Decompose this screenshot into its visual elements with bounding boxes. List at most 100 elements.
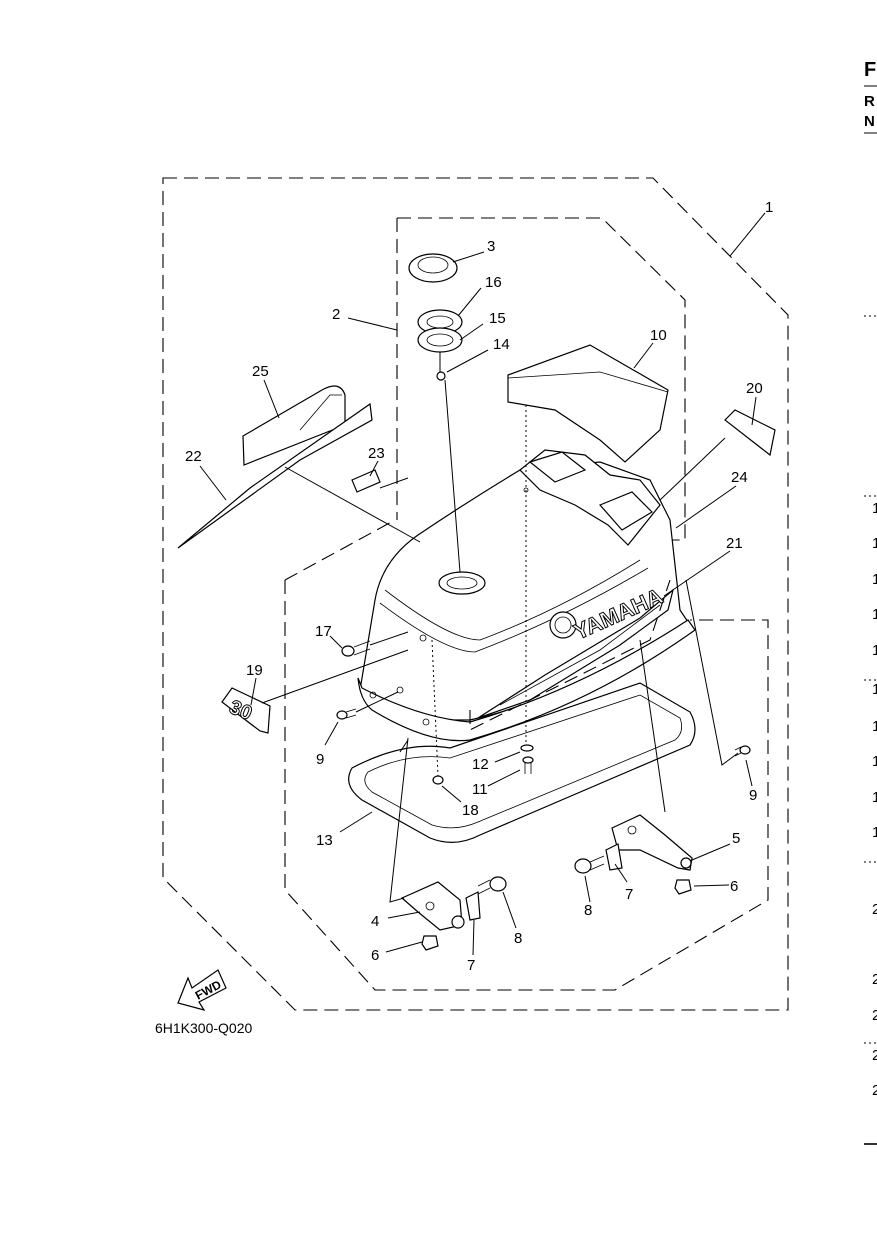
callout-15: 15 bbox=[489, 310, 506, 327]
screw-17 bbox=[341, 640, 371, 657]
lower-group-outline bbox=[284, 519, 396, 581]
callout-20: 20 bbox=[746, 380, 763, 397]
decal-22 bbox=[177, 402, 373, 549]
clip-7a bbox=[605, 843, 623, 871]
assembly-line-22 bbox=[284, 466, 421, 543]
callout-6b: 6 bbox=[371, 947, 379, 964]
clip-7b bbox=[465, 891, 481, 921]
decal-frame bbox=[469, 579, 671, 731]
edge-header-0: F bbox=[864, 59, 876, 81]
edge-row-11: 2 bbox=[872, 971, 877, 988]
badge-19: 30 bbox=[221, 687, 271, 734]
callout-24: 24 bbox=[731, 469, 748, 486]
callout-16: 16 bbox=[485, 274, 502, 291]
gasket-13-inner bbox=[364, 694, 683, 829]
edge-row-2: 1 bbox=[872, 571, 877, 588]
leader-lines bbox=[199, 212, 766, 956]
bracket-5 bbox=[611, 814, 693, 871]
callout-18: 18 bbox=[462, 802, 479, 819]
screw-9a bbox=[336, 708, 357, 720]
assembly-line-23 bbox=[379, 477, 409, 489]
intake-cover-edge bbox=[507, 371, 669, 393]
clip-14 bbox=[436, 371, 446, 381]
decal-25-shade bbox=[299, 394, 342, 431]
bracket-4-boss bbox=[451, 915, 465, 929]
fwd-arrow: FWD bbox=[177, 969, 227, 1011]
intake-slot-left bbox=[528, 451, 587, 483]
cowling-ridge-2 bbox=[379, 567, 649, 653]
callout-7b: 7 bbox=[467, 957, 475, 974]
edge-row-0: 1 bbox=[872, 500, 877, 517]
hole-c bbox=[422, 718, 430, 726]
edge-row-14: 2 bbox=[872, 1082, 877, 1099]
figure-code: 6H1K300-Q020 bbox=[155, 1020, 253, 1036]
edge-header-1: R bbox=[864, 93, 875, 110]
washer-12 bbox=[520, 744, 534, 752]
callout-25: 25 bbox=[252, 363, 269, 380]
inner-group-outline bbox=[397, 217, 686, 541]
callout-1: 1 bbox=[765, 199, 773, 216]
callout-6a: 6 bbox=[730, 878, 738, 895]
intake-cover bbox=[507, 344, 669, 463]
lower-group-outline-2 bbox=[284, 580, 769, 991]
edge-row-3: 1 bbox=[872, 606, 877, 623]
edge-row-10: 2 bbox=[872, 901, 877, 918]
ring-15 bbox=[417, 327, 463, 353]
edge-row-7: 1 bbox=[872, 753, 877, 770]
edge-row-5: 1 bbox=[872, 681, 877, 698]
decal-stripe-inner bbox=[499, 604, 661, 706]
outer-group-outline bbox=[162, 177, 789, 1011]
decal-25 bbox=[242, 385, 346, 466]
edge-header-2: N bbox=[864, 113, 875, 130]
assembly-line-9b bbox=[685, 579, 739, 766]
bolt-11 bbox=[522, 756, 534, 774]
callout-10: 10 bbox=[650, 327, 667, 344]
callout-9b: 9 bbox=[749, 787, 757, 804]
edge-row-6: 1 bbox=[872, 718, 877, 735]
decal-stripe bbox=[477, 588, 675, 719]
callout-12: 12 bbox=[472, 756, 489, 773]
edge-row-8: 1 bbox=[872, 789, 877, 806]
callouts: 1 2 3 16 15 14 10 20 25 22 23 24 21 17 1… bbox=[185, 199, 773, 974]
callout-23: 23 bbox=[368, 445, 385, 462]
edge-row-4: 1 bbox=[872, 642, 877, 659]
filler-opening bbox=[438, 571, 486, 595]
nut-6a bbox=[674, 879, 692, 895]
callout-11: 11 bbox=[472, 781, 488, 798]
callout-8b: 8 bbox=[514, 930, 522, 947]
ring-15-inner bbox=[426, 333, 454, 347]
bolt-8a bbox=[574, 855, 605, 874]
cap-3 bbox=[408, 253, 458, 283]
hole-d bbox=[369, 691, 377, 699]
assembly-line-20 bbox=[659, 437, 726, 501]
assembly-line-17 bbox=[369, 631, 409, 646]
assembly-line-5 bbox=[639, 639, 666, 813]
assembly-line-13 bbox=[399, 739, 409, 753]
callout-19: 19 bbox=[246, 662, 263, 679]
callout-7a: 7 bbox=[625, 886, 633, 903]
callout-22: 22 bbox=[185, 448, 202, 465]
decal-20 bbox=[724, 409, 776, 457]
callout-2: 2 bbox=[332, 306, 340, 323]
callout-3: 3 bbox=[487, 238, 495, 255]
callout-4: 4 bbox=[371, 913, 379, 930]
assembly-line-4 bbox=[389, 737, 409, 903]
callout-9a: 9 bbox=[316, 751, 324, 768]
callout-17: 17 bbox=[315, 623, 332, 640]
right-edge-column: F R N 1 1 1 1 1 1 1 1 1 1 2 2 2 2 2 bbox=[864, 59, 877, 1145]
hole-a bbox=[419, 634, 427, 642]
callout-5: 5 bbox=[732, 830, 740, 847]
bracket-4-hole bbox=[425, 901, 435, 911]
callout-21: 21 bbox=[726, 535, 743, 552]
bracket-5-hole bbox=[627, 825, 637, 835]
hole-b bbox=[396, 686, 404, 694]
edge-row-12: 2 bbox=[872, 1007, 877, 1024]
cowling-ridge bbox=[384, 559, 641, 641]
cap-3-top bbox=[417, 256, 449, 274]
gasket-13 bbox=[348, 682, 696, 843]
assembly-line-9a bbox=[355, 691, 399, 713]
bracket-5-boss bbox=[680, 857, 692, 869]
callout-14: 14 bbox=[493, 336, 510, 353]
edge-row-1: 1 bbox=[872, 535, 877, 552]
